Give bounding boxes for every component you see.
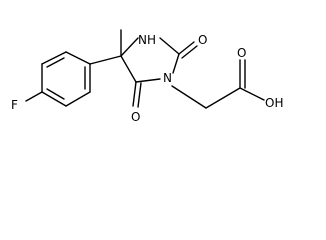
acid-o-label: O [237,46,246,60]
ring-o-top-label: O [198,33,207,47]
bond-aryl-quaternary [89,55,122,65]
bond-ring-double-1 [46,57,65,68]
bond-c2-n1 [172,53,180,74]
ring-n-label: N [163,71,172,85]
fluorophenyl-ring [41,51,91,107]
bond-ring-4 [41,91,67,107]
bond-c5-o-a [132,81,137,107]
nh-label: NH [138,33,156,47]
structure-svg: F NH N O O O OH [11,29,283,124]
bond-c2-o-b [181,45,198,59]
bond-c-oh [239,87,265,101]
bond-ring-5 [65,91,91,107]
bond-n-ch2 [171,85,207,109]
bond-ring-1 [65,51,91,65]
bond-ch2-c [205,87,241,109]
bond-c-f [25,91,43,102]
structure-diagram: F NH N O O O OH [11,29,283,124]
fluorine-label: F [11,98,18,112]
bond-c2-o-a [178,41,195,55]
bond-ring-2 [41,51,67,65]
acid-oh-label: OH [265,96,283,110]
bond-n1-c5 [135,78,161,83]
bond-c4-n3 [120,37,139,57]
hydantoin-ring [120,37,180,83]
bond-n3-c2 [159,37,180,55]
bond-c5-o-b [137,82,142,108]
bond-c5-c4 [120,55,137,83]
ring-o-bottom-label: O [131,110,140,124]
bond-ring-double-2 [46,88,65,100]
